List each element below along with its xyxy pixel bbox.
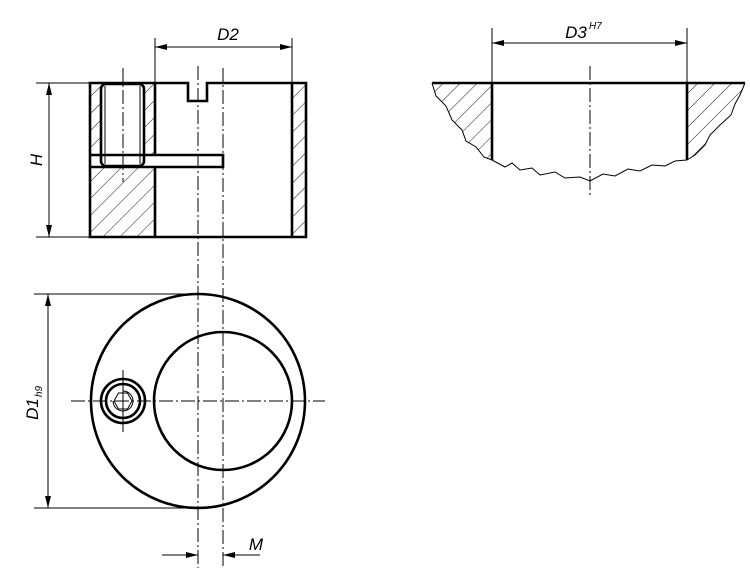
recess-detail-view: D3 H7 [431, 21, 746, 196]
screw-thread-lines [104, 86, 141, 164]
slot [155, 153, 225, 169]
screw-thread-arc [112, 390, 134, 412]
body-outline [88, 81, 308, 239]
break-line-bottom [491, 159, 688, 182]
d1-extension-lines [34, 293, 198, 509]
d3-label: D3 [565, 23, 587, 42]
d1-tolerance: h9 [34, 385, 45, 397]
hatch-lower-block [90, 167, 155, 237]
d1-label: D1 [23, 398, 42, 420]
hatch-upper-inner [144, 83, 155, 155]
d3-extension-lines [491, 28, 688, 83]
front-section-view: D2 H [27, 25, 308, 568]
d3-tolerance: H7 [589, 21, 602, 32]
hatch-right-wall [292, 83, 306, 237]
hatch-left-recess [432, 83, 492, 160]
break-line-right [686, 82, 746, 161]
d2-label: D2 [217, 25, 239, 44]
h-extension-lines [36, 82, 90, 238]
m-label: M [249, 535, 264, 554]
hatch-right-recess [687, 83, 745, 160]
recess-walls [490, 83, 689, 160]
h-label: H [27, 153, 46, 166]
hatch-upper-left [90, 83, 101, 155]
top-view: D1 h9 M [23, 292, 325, 558]
break-line-left [431, 82, 493, 161]
